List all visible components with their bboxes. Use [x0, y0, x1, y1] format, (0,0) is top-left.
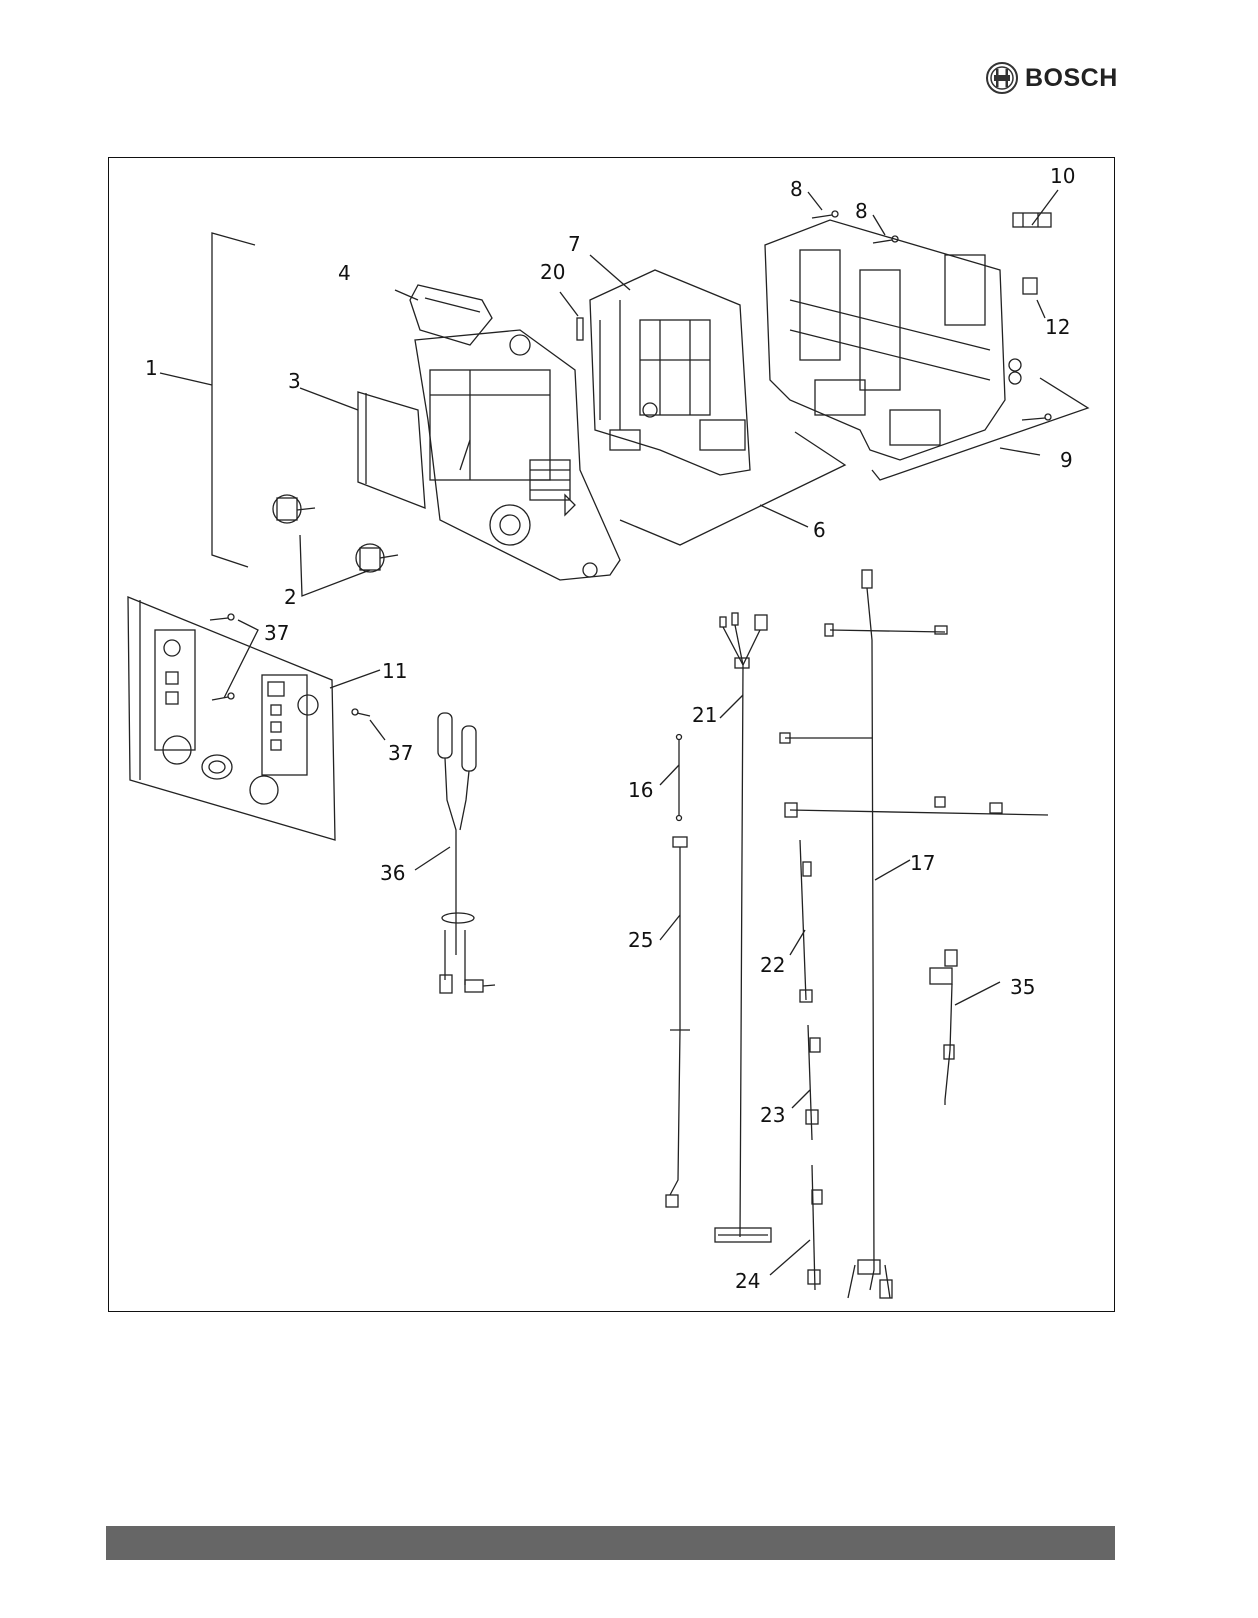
part-22-lead: [790, 840, 812, 1002]
part-12-clip: [1023, 278, 1045, 318]
callout-37b: 37: [388, 741, 413, 765]
callout-22: 22: [760, 953, 785, 977]
callout-11: 11: [382, 659, 407, 683]
callout-7: 7: [568, 232, 581, 256]
callout-8b: 8: [855, 199, 868, 223]
callout-4: 4: [338, 261, 351, 285]
part-11-front-panel: [128, 597, 380, 840]
part-20-fuse: [560, 292, 583, 340]
part-9-rear-housing: [765, 220, 1088, 480]
part-4-top-cover: [395, 285, 492, 345]
footer-bar: [106, 1526, 1115, 1560]
callout-9: 9: [1060, 448, 1073, 472]
callout-23: 23: [760, 1103, 785, 1127]
part-17-main-harness: [780, 570, 1048, 1298]
part-2-knobs: [273, 495, 398, 596]
part-10-connector: [1013, 190, 1058, 227]
part-24-lead: [770, 1165, 822, 1290]
callout-21: 21: [692, 703, 717, 727]
part-35-lead: [930, 950, 1000, 1105]
part-7-circuit-board: [590, 255, 750, 475]
control-box-housing: [415, 330, 620, 580]
part-36-ignition-lead: [415, 713, 495, 993]
callout-10: 10: [1050, 164, 1075, 188]
part-8-screws: [808, 192, 1051, 420]
callout-8a: 8: [790, 177, 803, 201]
part-3-cover-plate: [300, 388, 425, 508]
callout-1: 1: [145, 356, 158, 380]
callout-3: 3: [288, 369, 301, 393]
part-25-lead: [660, 837, 690, 1207]
callout-24: 24: [735, 1269, 760, 1293]
part-23-lead: [792, 1025, 820, 1140]
callout-20: 20: [540, 260, 565, 284]
bracket-1: [160, 233, 255, 567]
part-16-sensor-lead: [660, 735, 682, 821]
callout-17: 17: [910, 851, 935, 875]
callout-25: 25: [628, 928, 653, 952]
bracket-6: [620, 432, 845, 545]
callout-2: 2: [284, 585, 297, 609]
part-21-harness: [715, 613, 771, 1242]
callout-35: 35: [1010, 975, 1035, 999]
callout-36: 36: [380, 861, 405, 885]
callout-16: 16: [628, 778, 653, 802]
callout-12: 12: [1045, 315, 1070, 339]
callout-6: 6: [813, 518, 826, 542]
callout-37a: 37: [264, 621, 289, 645]
